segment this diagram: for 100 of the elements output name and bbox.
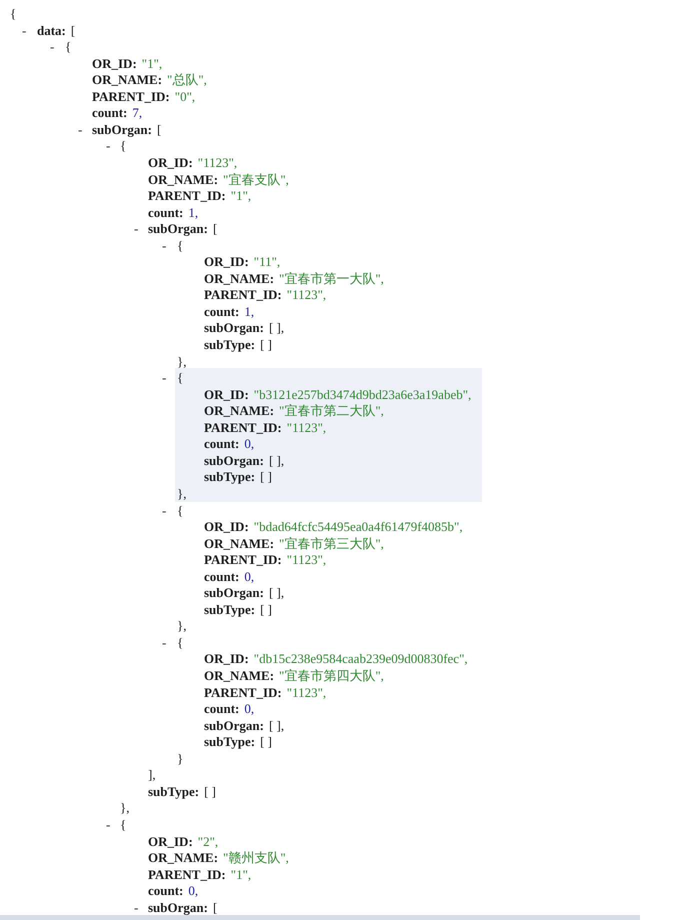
json-string-value: "1", — [230, 866, 252, 883]
json-key: subOrgan: — [148, 900, 208, 916]
collapse-toggle: - — [50, 39, 54, 56]
json-bracket: { — [177, 502, 184, 518]
json-string-value: "1", — [142, 56, 162, 72]
json-key: count: — [204, 568, 240, 585]
collapse-toggle: - — [134, 900, 138, 916]
json-string-value: "1123", — [286, 684, 326, 701]
json-bracket: [ ], — [268, 452, 284, 469]
json-string-value: "赣州支队", — [223, 850, 289, 866]
json-key: subOrgan: — [204, 452, 264, 469]
collapse-toggle: - — [162, 238, 166, 254]
collapse-toggle: - — [162, 370, 166, 386]
json-bracket: [ ], — [268, 585, 284, 602]
collapse-toggle: - — [134, 221, 138, 238]
collapse-toggle: - — [106, 816, 110, 833]
json-key: OR_ID: — [204, 651, 249, 668]
json-key: count: — [92, 105, 128, 122]
json-string-value: "bdad64fcfc54495ea0a4f61479f4085b", — [254, 519, 463, 536]
json-key: OR_NAME: — [204, 668, 274, 684]
collapse-toggle: - — [162, 502, 166, 518]
json-key: OR_NAME: — [148, 850, 218, 866]
json-key: OR_ID: — [204, 519, 249, 536]
json-bracket: { — [177, 370, 184, 386]
json-key: OR_NAME: — [204, 536, 274, 552]
json-key: OR_ID: — [204, 254, 249, 270]
json-number-value: 1, — [188, 204, 198, 221]
json-key: count: — [148, 204, 184, 221]
json-key: PARENT_ID: — [204, 552, 282, 568]
json-key: count: — [148, 883, 184, 900]
json-bracket: [ ] — [204, 784, 216, 800]
json-key: OR_ID: — [148, 834, 193, 850]
json-key: OR_ID: — [204, 386, 249, 403]
json-bracket: [ — [156, 122, 162, 138]
json-number-value: 0, — [244, 436, 254, 452]
collapse-toggle: - — [22, 22, 26, 39]
json-bracket: { — [120, 816, 126, 833]
json-string-value: "1", — [230, 188, 252, 204]
json-key: subOrgan: — [204, 718, 264, 734]
json-number-value: 1, — [244, 304, 254, 320]
json-key: subType: — [204, 337, 256, 353]
json-key: OR_ID: — [92, 56, 137, 72]
json-bracket: [ — [212, 900, 218, 916]
json-bracket: [ ] — [260, 337, 272, 353]
json-bracket: [ ], — [268, 718, 284, 734]
json-string-value: "b3121e257bd3474d9bd23a6e3a19abeb", — [254, 386, 472, 403]
json-bracket: } — [177, 750, 184, 767]
json-key: data: — [37, 22, 66, 39]
json-string-value: "宜春市第二大队", — [279, 403, 384, 420]
json-key: PARENT_ID: — [92, 88, 170, 105]
collapse-toggle: - — [162, 634, 166, 651]
json-bracket: }, — [120, 800, 130, 816]
json-key: subType: — [148, 784, 200, 800]
json-string-value: "1123", — [198, 154, 238, 171]
json-string-value: "1123", — [286, 287, 326, 304]
json-key: PARENT_ID: — [148, 188, 226, 204]
json-string-value: "db15c238e9584caab239e09d00830fec", — [254, 651, 468, 668]
json-bracket: { — [65, 39, 72, 56]
json-number-value: 0, — [188, 883, 198, 900]
json-key: PARENT_ID: — [204, 420, 282, 436]
json-key: PARENT_ID: — [204, 287, 282, 304]
json-key: count: — [204, 701, 240, 718]
json-key: subType: — [204, 469, 256, 486]
json-bracket: ], — [148, 767, 156, 784]
json-key: PARENT_ID: — [204, 684, 282, 701]
json-key: OR_NAME: — [204, 270, 274, 287]
json-key: subOrgan: — [204, 320, 264, 336]
json-key: OR_ID: — [148, 154, 193, 171]
json-number-value: 0, — [244, 568, 254, 585]
json-string-value: "11", — [254, 254, 280, 270]
json-string-value: "总队", — [167, 72, 207, 88]
json-key: OR_NAME: — [148, 172, 218, 188]
json-key: subOrgan: — [204, 585, 264, 602]
json-string-value: "1123", — [286, 420, 326, 436]
json-bracket: [ ] — [260, 734, 272, 750]
json-number-value: 0, — [244, 701, 254, 718]
json-string-value: "宜春市第三大队", — [279, 536, 384, 552]
json-number-value: 7, — [132, 105, 142, 122]
json-string-value: "宜春市第四大队", — [279, 668, 384, 684]
json-bracket: }, — [177, 618, 186, 634]
json-bracket: [ ] — [260, 602, 272, 618]
json-bracket: { — [120, 138, 126, 154]
json-bracket: }, — [177, 486, 186, 502]
json-key: count: — [204, 304, 240, 320]
json-bracket: [ ], — [268, 320, 284, 336]
json-key: count: — [204, 436, 240, 452]
json-bracket: { — [177, 238, 184, 254]
collapse-toggle: - — [106, 138, 110, 154]
json-bracket: [ ] — [260, 469, 272, 486]
json-string-value: "0", — [174, 88, 196, 105]
collapse-toggle: - — [78, 122, 82, 138]
json-string-value: "1123", — [286, 552, 326, 568]
json-string-value: "宜春市第一大队", — [279, 270, 384, 287]
json-key: subType: — [204, 602, 256, 618]
json-string-value: "2", — [198, 834, 218, 850]
json-bracket: { — [10, 6, 16, 22]
json-key: subOrgan: — [92, 122, 152, 138]
json-key: subType: — [204, 734, 256, 750]
json-key: OR_NAME: — [204, 403, 274, 420]
json-key: OR_NAME: — [92, 72, 162, 88]
